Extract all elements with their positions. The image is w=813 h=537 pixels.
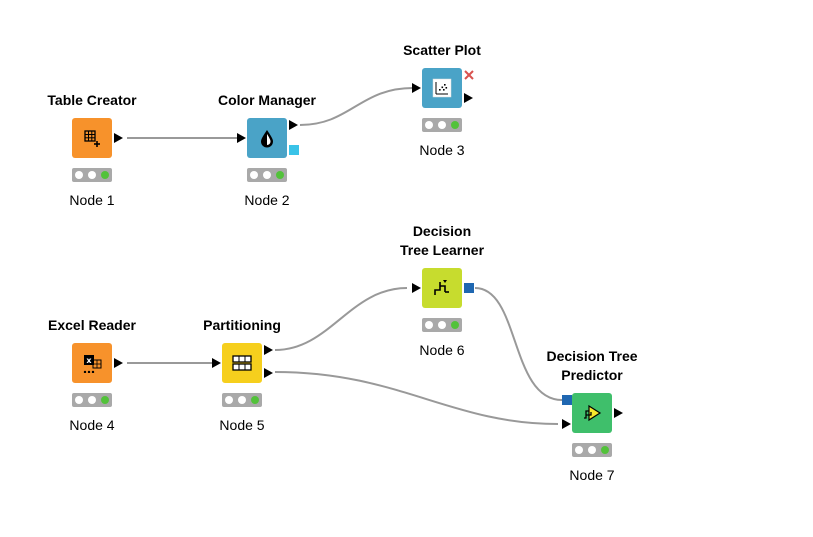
node-title: Partitioning: [203, 317, 281, 333]
input-port[interactable]: [412, 83, 421, 93]
node-label[interactable]: Node 7: [569, 467, 615, 483]
status-light-yellow: [238, 396, 246, 404]
node-title: Color Manager: [217, 92, 316, 108]
excel-icon: x: [83, 355, 102, 373]
connection-n5-n7[interactable]: [274, 371, 559, 425]
input-port[interactable]: [212, 358, 221, 368]
input-port[interactable]: [237, 133, 246, 143]
node-box[interactable]: x: [72, 343, 112, 383]
node-title: Decision Tree Learner: [352, 222, 532, 260]
status-light-red: [75, 171, 83, 179]
connection-n6-n7[interactable]: [474, 287, 563, 401]
output-port-second[interactable]: [264, 368, 273, 378]
status-indicator: [422, 318, 462, 332]
output-port[interactable]: [614, 408, 623, 418]
connection-n5-n6[interactable]: [274, 287, 408, 351]
node-label[interactable]: Node 3: [419, 142, 465, 158]
node-box[interactable]: [222, 343, 262, 383]
status-light-green: [101, 171, 109, 179]
status-light-red: [250, 171, 258, 179]
status-light-red: [575, 446, 583, 454]
status-indicator: [572, 443, 612, 457]
svg-text:x: x: [86, 356, 92, 365]
status-light-green: [251, 396, 259, 404]
node-title: Decision Tree Predictor: [502, 347, 682, 385]
node-title-line: Decision Tree: [546, 348, 638, 364]
status-light-green: [451, 321, 459, 329]
status-light-green: [101, 396, 109, 404]
output-port-model[interactable]: [464, 283, 474, 293]
output-port-data[interactable]: [289, 120, 298, 130]
connection-n2-n3[interactable]: [299, 87, 414, 126]
status-light-yellow: [438, 321, 446, 329]
close-icon: [464, 70, 474, 80]
node-title: Table Creator: [47, 92, 137, 108]
status-indicator: [72, 393, 112, 407]
table-plus-icon: [84, 130, 100, 147]
output-port[interactable]: [114, 358, 123, 368]
node-label[interactable]: Node 1: [69, 192, 115, 208]
status-indicator: [72, 168, 112, 182]
node-label[interactable]: Node 5: [219, 417, 265, 433]
node-title-line: Tree Learner: [399, 242, 485, 258]
output-port[interactable]: [114, 133, 123, 143]
node-title-line: Decision: [412, 223, 472, 239]
status-light-yellow: [438, 121, 446, 129]
node-box[interactable]: [572, 393, 612, 433]
node-box[interactable]: [72, 118, 112, 158]
node-box[interactable]: [422, 268, 462, 308]
status-light-yellow: [263, 171, 271, 179]
status-light-red: [425, 121, 433, 129]
grid-icon: [232, 355, 252, 371]
status-light-yellow: [588, 446, 596, 454]
node-label[interactable]: Node 4: [69, 417, 115, 433]
tree-icon: [434, 280, 449, 295]
status-light-green: [451, 121, 459, 129]
drop-icon: [261, 130, 273, 148]
output-port-color[interactable]: [289, 145, 299, 155]
status-indicator: [247, 168, 287, 182]
node-box[interactable]: [422, 68, 462, 108]
input-port-data[interactable]: [562, 419, 571, 429]
status-indicator: [222, 393, 262, 407]
output-port-first[interactable]: [264, 345, 273, 355]
status-light-red: [75, 396, 83, 404]
node-label[interactable]: Node 6: [419, 342, 465, 358]
node-box[interactable]: [247, 118, 287, 158]
status-light-green: [601, 446, 609, 454]
node-title: Excel Reader: [48, 317, 136, 333]
input-port[interactable]: [412, 283, 421, 293]
input-port-model[interactable]: [562, 395, 572, 405]
status-light-red: [425, 321, 433, 329]
status-light-red: [225, 396, 233, 404]
status-light-yellow: [88, 171, 96, 179]
node-title-line: Predictor: [561, 367, 623, 383]
node-title: Scatter Plot: [403, 42, 481, 58]
predictor-icon: [584, 404, 602, 422]
status-light-green: [276, 171, 284, 179]
node-label[interactable]: Node 2: [244, 192, 290, 208]
scatter-icon: [432, 78, 452, 98]
status-light-yellow: [88, 396, 96, 404]
output-port[interactable]: [464, 93, 473, 103]
status-indicator: [422, 118, 462, 132]
